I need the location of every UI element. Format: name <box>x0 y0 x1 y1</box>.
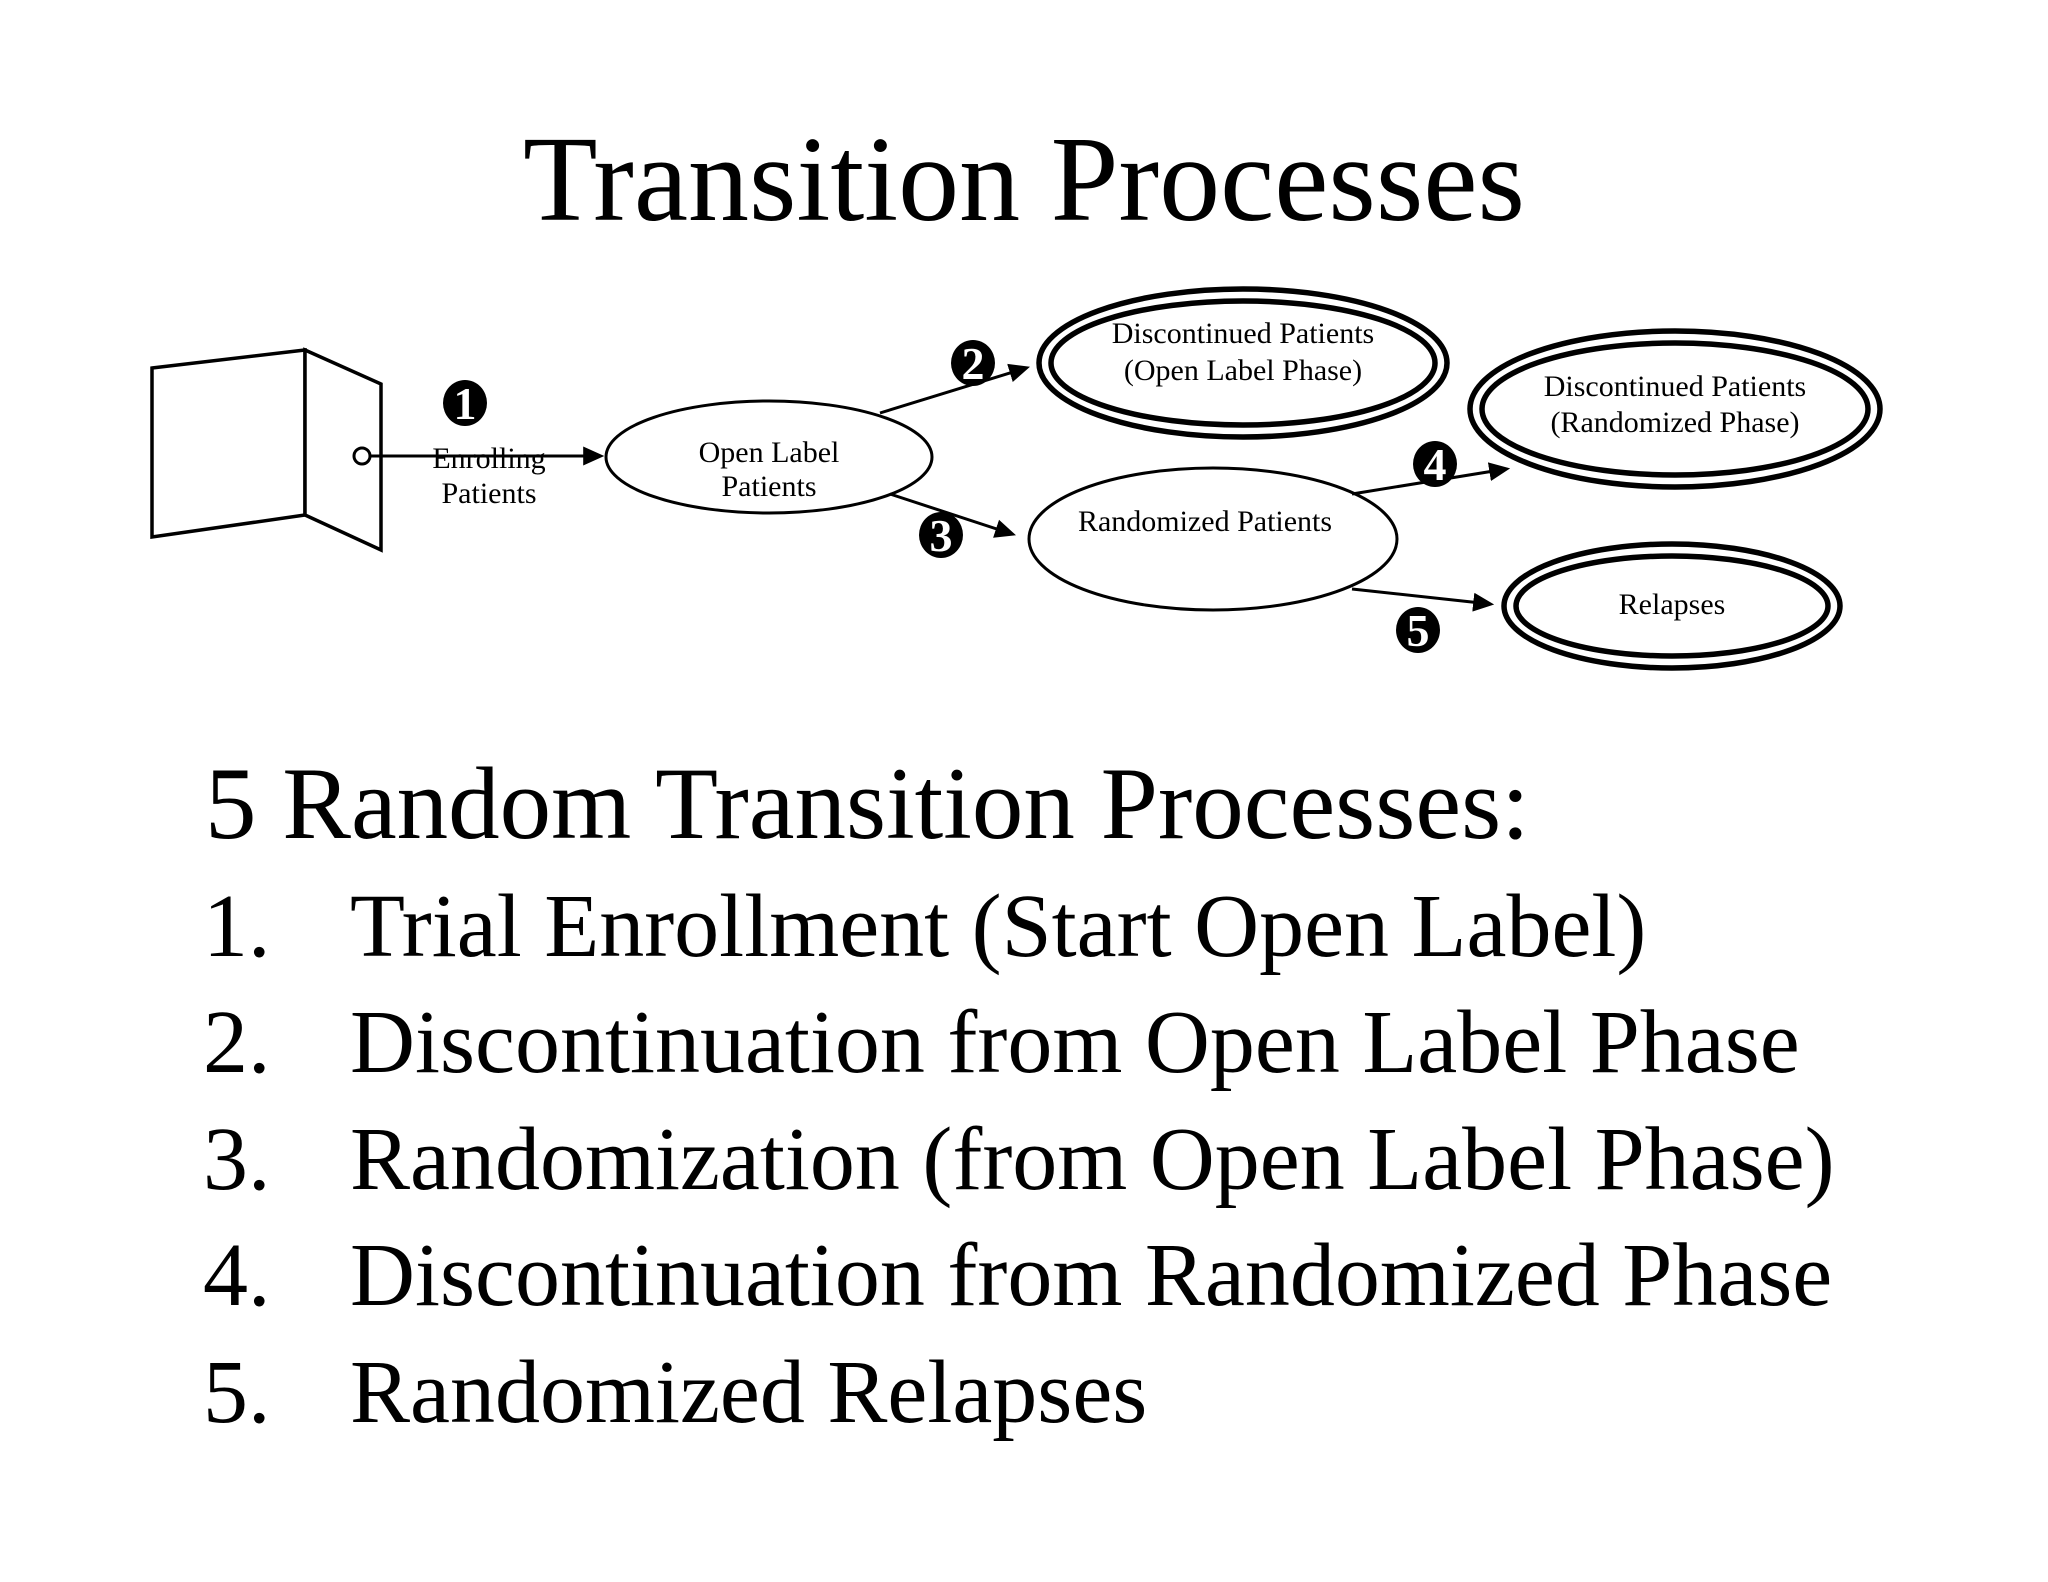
list-item-3-number: 3. <box>203 1110 271 1209</box>
list-item-3-text: Randomization (from Open Label Phase) <box>350 1110 1835 1209</box>
page-title: Transition Processes <box>522 112 1526 247</box>
section-heading: 5 Random Transition Processes: <box>205 747 1530 861</box>
door-icon <box>150 347 383 553</box>
list-item-2-text: Discontinuation from Open Label Phase <box>350 993 1800 1092</box>
list-item-5-number: 5. <box>203 1343 271 1442</box>
relapses-label: Relapses <box>1619 588 1726 621</box>
svg-text:5: 5 <box>1407 605 1430 656</box>
randomized-label: Randomized Patients <box>1078 505 1332 538</box>
badge-1: 1 <box>443 378 487 429</box>
svg-text:4: 4 <box>1424 439 1447 490</box>
door-left-panel <box>150 348 307 540</box>
list-item-4-number: 4. <box>203 1226 271 1325</box>
door-right-panel <box>303 347 383 553</box>
enrolling-label-line1: Enrolling <box>432 442 545 475</box>
open-label-line2: Patients <box>722 470 817 503</box>
list-item-5-text: Randomized Relapses <box>350 1343 1148 1442</box>
diagram-labels: Enrolling Patients Open Label Patients D… <box>432 317 1806 621</box>
list-item-1: 1. Trial Enrollment (Start Open Label) <box>203 875 1646 979</box>
discontinued-open-label-line2: (Open Label Phase) <box>1124 354 1362 387</box>
badge-2: 2 <box>951 338 995 389</box>
node-open-label <box>604 399 934 515</box>
list-item-3: 3. Randomization (from Open Label Phase) <box>203 1108 1835 1212</box>
node-randomized <box>1027 466 1399 612</box>
svg-text:3: 3 <box>930 510 953 561</box>
enrolling-label-line2: Patients <box>442 477 537 510</box>
list-item-5: 5. Randomized Relapses <box>203 1341 1147 1445</box>
list-item-4-text: Discontinuation from Randomized Phase <box>350 1226 1833 1325</box>
badge-3: 3 <box>919 510 963 561</box>
node-discontinued-randomized <box>1467 328 1883 490</box>
transition-badges: 1 2 3 4 5 <box>443 338 1457 656</box>
arrow-relapse <box>1351 587 1495 612</box>
svg-text:1: 1 <box>454 378 477 429</box>
list-item-1-text: Trial Enrollment (Start Open Label) <box>350 877 1647 976</box>
node-relapses <box>1501 541 1843 671</box>
badge-4: 4 <box>1413 439 1457 490</box>
svg-text:2: 2 <box>962 338 985 389</box>
discontinued-randomized-line2: (Randomized Phase) <box>1550 406 1799 439</box>
arrow-randomization <box>889 492 1016 538</box>
list-item-2: 2. Discontinuation from Open Label Phase <box>203 991 1800 1095</box>
open-label-line1: Open Label <box>699 436 840 469</box>
arrow-discontinue-open-label <box>879 363 1031 415</box>
door-knob <box>352 446 372 466</box>
discontinued-randomized-line1: Discontinued Patients <box>1544 370 1806 403</box>
badge-5: 5 <box>1396 605 1440 656</box>
discontinued-open-label-line1: Discontinued Patients <box>1112 317 1374 350</box>
list-item-4: 4. Discontinuation from Randomized Phase <box>203 1224 1832 1328</box>
list-item-1-number: 1. <box>203 877 271 976</box>
list-item-2-number: 2. <box>203 993 271 1092</box>
node-discontinued-open-label <box>1036 286 1450 440</box>
